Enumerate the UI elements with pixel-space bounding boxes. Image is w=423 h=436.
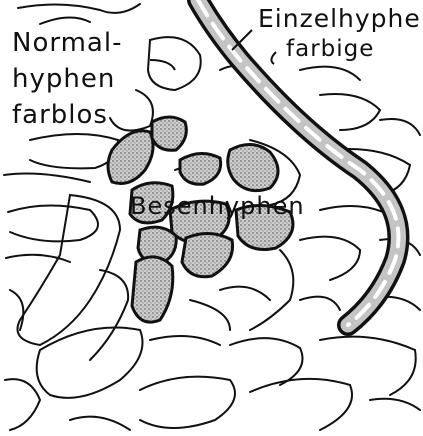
label-normal-hyphae-line3: farblos [12, 100, 108, 130]
label-broom-hyphae: Besenhyphen [130, 192, 305, 220]
label-single-hypha-line2: farbige [286, 36, 374, 62]
label-normal-hyphae-line1: Normal- [12, 28, 122, 58]
label-normal-hyphae-line2: hyphen [12, 64, 115, 94]
label-single-hypha-line1: Einzelhyphe [258, 4, 421, 33]
